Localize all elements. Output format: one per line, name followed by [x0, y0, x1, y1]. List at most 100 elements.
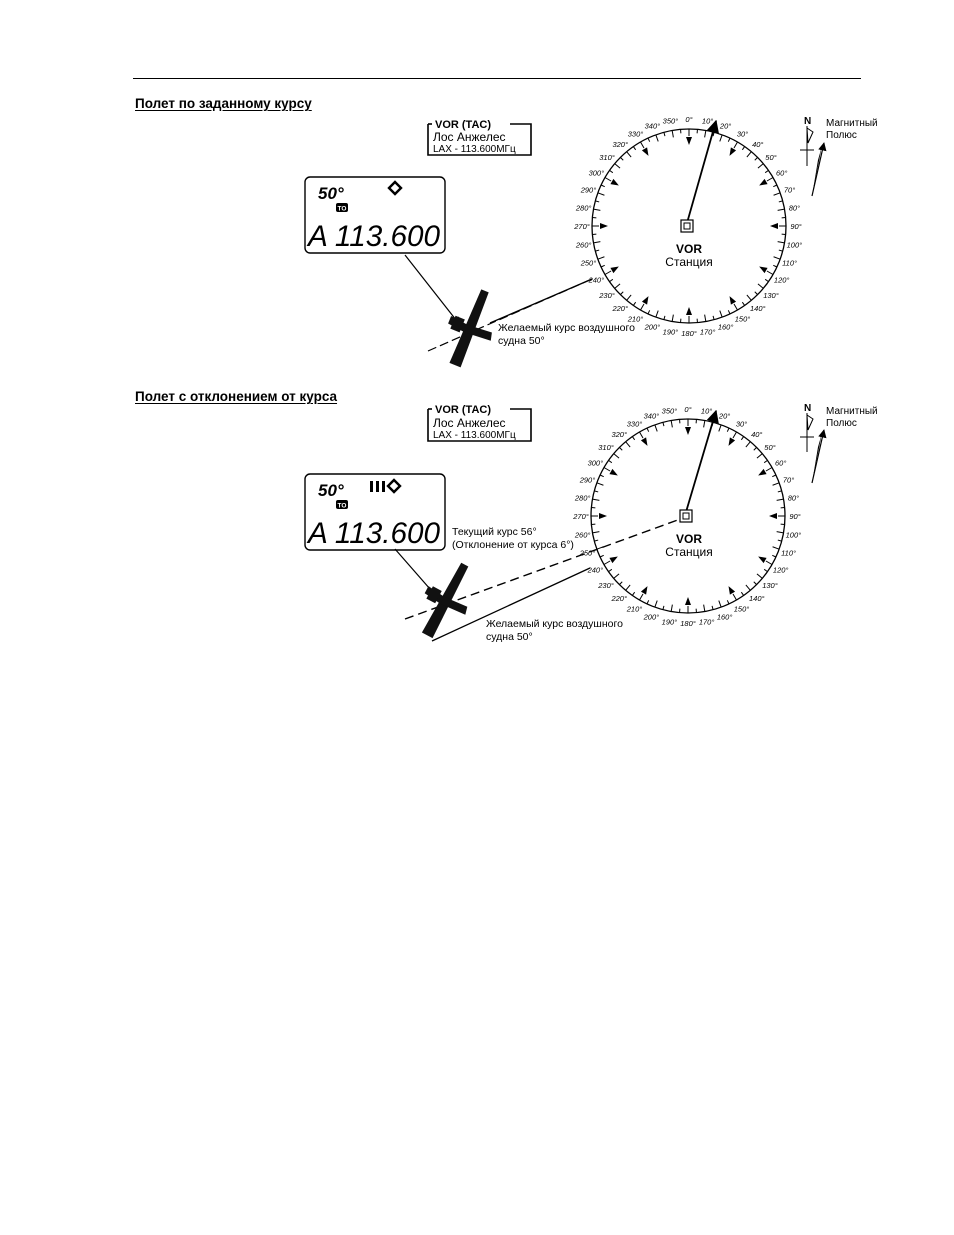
compass-tick — [766, 177, 774, 182]
compass-tick — [719, 134, 723, 142]
magnetic-north-1: N Магнитный Полюс — [800, 116, 878, 197]
diamond-icon — [386, 478, 402, 494]
compass-tick — [592, 498, 600, 501]
compass-tick — [718, 424, 722, 432]
compass-tick — [757, 283, 764, 289]
north-label-1: Магнитный — [826, 118, 878, 129]
compass-tick — [778, 249, 783, 252]
lcd-to-flag: TO — [338, 206, 347, 213]
compass-tick — [620, 157, 624, 161]
aircraft-icon — [434, 282, 508, 375]
compass-label: 170° — [700, 327, 716, 336]
compass-tick — [670, 420, 673, 428]
compass-tick — [754, 157, 758, 161]
compass-arrowhead — [609, 556, 618, 564]
compass-tick — [741, 301, 746, 306]
compass-tick — [639, 431, 644, 439]
compass-tick — [593, 241, 601, 244]
north-label-2: Полюс — [826, 418, 857, 429]
compass-tick — [741, 146, 746, 151]
station-box-label: VOR (TAC) — [435, 119, 491, 131]
compass-label: 270° — [573, 222, 590, 231]
compass-label: 300° — [589, 169, 605, 178]
compass-tick — [765, 560, 773, 565]
compass-label: 310° — [599, 153, 615, 162]
lcd-course: 50° — [318, 184, 344, 203]
compass-tick — [777, 539, 782, 542]
compass-tick — [613, 453, 620, 459]
compass-label: 40° — [752, 140, 763, 149]
compass-arrowhead — [728, 437, 736, 446]
compass-tick — [746, 151, 752, 158]
compass-tick — [626, 294, 632, 301]
compass-label: 350° — [662, 407, 678, 416]
compass-tick — [620, 291, 624, 295]
compass-tick — [639, 593, 644, 601]
compass-tick — [646, 600, 650, 605]
compass-tick — [773, 192, 781, 196]
compass-label: 80° — [788, 493, 799, 502]
vor-station-label-2: Станция — [665, 255, 712, 269]
compass-tick — [740, 436, 745, 441]
compass-arrowhead — [640, 586, 648, 595]
station-box-label: VOR (TAC) — [435, 404, 491, 416]
compass-tick — [625, 584, 631, 591]
compass-tick — [757, 163, 764, 169]
compass-arrowhead — [686, 137, 692, 145]
compass-label: 350° — [663, 117, 679, 126]
desired-course-label-2: судна 50° — [486, 631, 533, 643]
compass-label: 280° — [575, 203, 592, 212]
compass-label: 190° — [663, 327, 679, 336]
compass-tick — [726, 600, 730, 605]
compass-tick — [763, 568, 768, 573]
compass-label: 110° — [781, 549, 796, 558]
compass-label: 90° — [790, 222, 801, 231]
compass-label: 40° — [751, 430, 762, 439]
compass-label: 70° — [784, 185, 795, 194]
current-course-label-1: Текущий курс 56° — [452, 526, 537, 538]
station-box-city: Лос Анжелес — [433, 130, 506, 144]
vor-station-label-2: Станция — [665, 545, 712, 559]
compass-tick — [655, 310, 659, 318]
compass-tick — [662, 422, 665, 427]
lcd-display-1: 50° TO A 113.600 — [304, 176, 446, 254]
compass-tick — [773, 264, 778, 268]
compass-label: 20° — [718, 411, 730, 420]
compass-tick — [646, 427, 650, 432]
display-pointer-arrow — [404, 254, 461, 326]
compass-tick — [732, 431, 737, 439]
compass-tick — [600, 264, 605, 268]
compass-label: 140° — [749, 594, 765, 603]
vor-station-icon — [680, 219, 694, 233]
compass-label: 280° — [574, 493, 591, 502]
compass-label: 80° — [789, 203, 800, 212]
current-course-label-2: (Отклонение от курса 6°) — [452, 539, 574, 551]
north-letter: N — [804, 403, 811, 414]
compass-label: 170° — [699, 617, 715, 626]
compass-label: 10° — [701, 407, 712, 416]
compass-tick — [745, 584, 751, 591]
compass-tick — [600, 184, 605, 188]
compass-label: 200° — [643, 613, 660, 622]
compass-tick — [727, 310, 731, 315]
compass-label: 130° — [763, 291, 779, 300]
compass-label: 250° — [579, 549, 596, 558]
compass-tick — [671, 130, 674, 138]
compass-label: 190° — [662, 617, 678, 626]
compass-tick — [654, 600, 658, 608]
compass-arrowhead — [599, 513, 607, 519]
north-label-1: Магнитный — [826, 406, 878, 417]
compass-arrowhead — [685, 597, 691, 605]
compass-label: 260° — [575, 241, 592, 250]
compass-tick — [631, 591, 636, 596]
section-title-on-course: Полет по заданному курсу — [135, 96, 312, 111]
compass-label: 200° — [644, 323, 661, 332]
compass-tick — [719, 310, 723, 318]
compass-tick — [777, 208, 785, 211]
compass-tick — [597, 256, 605, 260]
lcd-frequency: A 113.600 — [306, 220, 440, 253]
compass-tick — [597, 192, 605, 196]
lcd-to-flag: TO — [338, 503, 347, 510]
compass-label: 180° — [680, 619, 696, 628]
compass-tick — [609, 169, 614, 174]
